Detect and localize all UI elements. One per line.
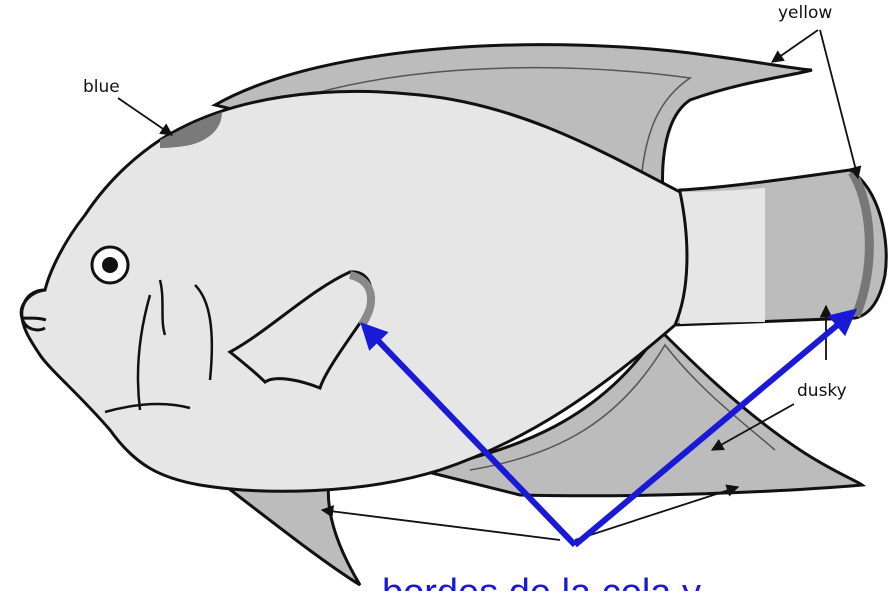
annotation-caption: bordes de la cola y: [382, 572, 701, 591]
tail-peduncle-light: [680, 188, 765, 324]
label-blue: blue: [83, 77, 120, 97]
label-dusky: dusky: [797, 381, 847, 401]
label-yellow: yellow: [778, 3, 832, 23]
pointer-blue: [118, 98, 172, 135]
pointer-lower-pelvic: [322, 510, 560, 540]
eye-icon: [92, 247, 128, 283]
pointer-yellow-dorsal: [772, 30, 818, 62]
pointer-yellow-tail: [820, 30, 858, 178]
